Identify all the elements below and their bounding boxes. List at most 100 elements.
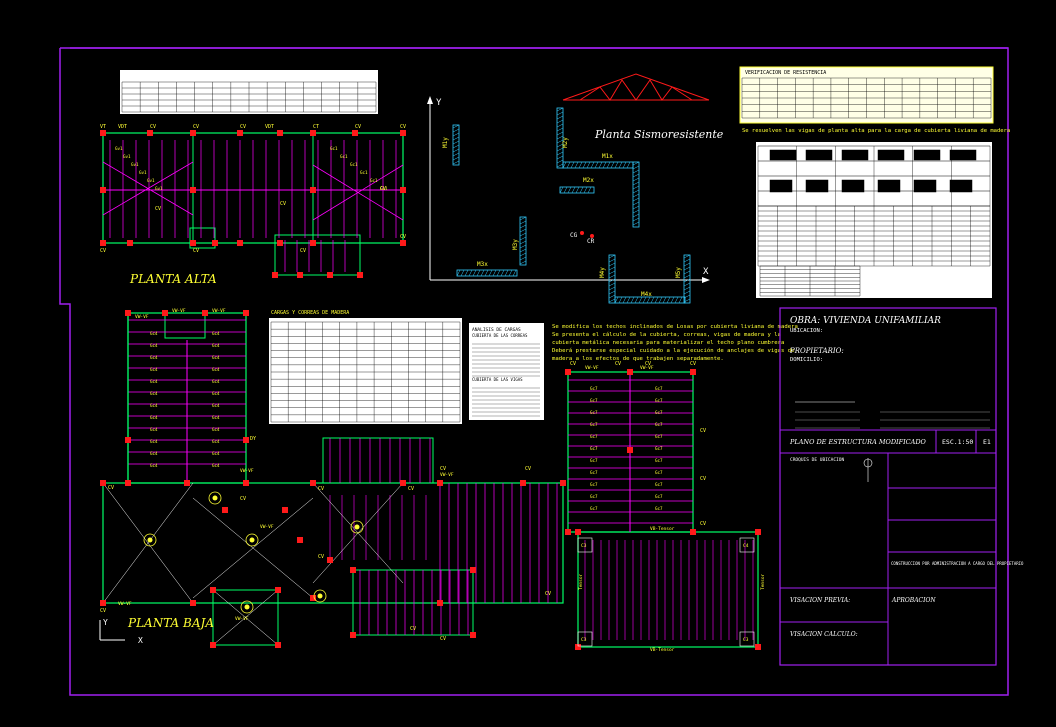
beam-label: VW-VF: [118, 601, 132, 607]
hatch: [608, 254, 616, 259]
column: [222, 507, 228, 513]
title-lamina: E1: [983, 438, 991, 446]
hatch: [472, 269, 477, 277]
beam-label: CV: [108, 485, 114, 491]
table-formula-block: [841, 179, 865, 193]
column: [310, 595, 316, 601]
hatch: [638, 296, 643, 304]
column: [310, 480, 316, 486]
hatch: [452, 140, 460, 145]
hatch: [556, 163, 564, 168]
hatch: [610, 161, 615, 169]
hatch: [646, 296, 651, 304]
hatch: [556, 155, 564, 160]
svg-text:CR: CR: [587, 238, 595, 245]
beam-label: Gc7: [655, 506, 663, 511]
hatch: [579, 186, 584, 194]
hatch: [683, 282, 691, 287]
hatch: [492, 269, 497, 277]
hatch: [632, 177, 640, 182]
hatch: [608, 298, 616, 303]
north-arrow: [863, 458, 873, 482]
planta-baja-diagonals: [102, 313, 404, 646]
hatch: [630, 296, 635, 304]
tie-diagonal: [212, 589, 279, 646]
beam-label: Gc4: [212, 343, 220, 348]
beam-label: CV: [690, 361, 696, 367]
svg-text:M1x: M1x: [602, 153, 613, 160]
svg-text:CG: CG: [570, 232, 578, 239]
hatch: [683, 258, 691, 263]
column: [100, 130, 106, 136]
svg-text:M4y: M4y: [599, 267, 606, 278]
beam-label: Gc4: [150, 439, 158, 444]
planta-baja-columns: [100, 310, 761, 650]
roof-truss-drawing: [562, 73, 710, 101]
beam-label: Gc7: [655, 398, 663, 403]
hatch: [632, 169, 640, 174]
column: [437, 600, 443, 606]
column: [147, 130, 153, 136]
planta-sismoresistente[interactable]: Y X M1y M2y M3y M4y M5y M1x M2x M3x M4x …: [427, 96, 724, 304]
column: [560, 480, 566, 486]
shear-wall: [452, 124, 460, 166]
beam-label: Gv1: [147, 178, 155, 183]
beam-label: CV: [545, 591, 551, 597]
hatch: [602, 161, 607, 169]
column: [297, 272, 303, 278]
column: [350, 632, 356, 638]
hip-beam: [102, 161, 194, 216]
hatch: [583, 186, 588, 194]
hatch: [662, 296, 667, 304]
hatch: [559, 186, 564, 194]
column: [275, 642, 281, 648]
verification-table-title: VERIFICACION DE RESISTENCIA: [745, 70, 826, 76]
table-heading-block: [841, 149, 869, 161]
beam-label: Gc4: [150, 403, 158, 408]
beam-label: Gc7: [590, 386, 598, 391]
shear-wall: [559, 186, 595, 194]
load-analysis-box: ANALISIS DE CARGAS CUBIERTA DE LAS CORRE…: [469, 323, 544, 420]
svg-text:M4x: M4x: [641, 291, 652, 298]
beam-label: VW-VF: [640, 365, 654, 371]
hatch: [590, 161, 595, 169]
beam-label: Gc4: [212, 451, 220, 456]
beam-label: Gc4: [212, 403, 220, 408]
hatch: [632, 221, 640, 226]
beam-label: Gc7: [655, 470, 663, 475]
column: [210, 587, 216, 593]
planta-baja-title: PLANTA BAJA: [127, 616, 214, 630]
lg-marker: [350, 520, 364, 534]
svg-text:CROQUIS DE UBICACION: CROQUIS DE UBICACION: [790, 457, 844, 463]
hatch: [634, 296, 639, 304]
beam-label: CV: [155, 206, 161, 212]
beam-label: VW-VF: [135, 314, 149, 320]
svg-text:M5y: M5y: [675, 267, 682, 278]
hatch: [678, 296, 683, 304]
beam-label: Gc4: [150, 415, 158, 420]
hatch: [674, 296, 679, 304]
svg-text:CONSTRUCCION POR ADMINISTRACIO: CONSTRUCCION POR ADMINISTRACION A CARGO …: [891, 561, 1024, 566]
beam-label: CV: [100, 248, 106, 254]
hatch: [608, 270, 616, 275]
beam-label: CV: [408, 486, 414, 492]
planta-alta-beams: [102, 140, 404, 272]
beam-label: Tensor: [578, 573, 584, 590]
hatch: [608, 262, 616, 267]
svg-text:M2y: M2y: [562, 137, 569, 148]
sismo-center-gravity: [590, 234, 594, 238]
beam-label: CV: [193, 248, 199, 254]
lg-marker: [313, 589, 327, 603]
svg-text:madera a los efectos de que tr: madera a los efectos de que trabajen sep…: [552, 356, 724, 362]
hatch: [562, 161, 567, 169]
lg-marker-dot: [212, 495, 218, 501]
hatch: [587, 186, 592, 194]
beam-label: Gv1: [115, 146, 123, 151]
column: [690, 529, 696, 535]
hatch: [632, 217, 640, 222]
table-formula-block: [769, 179, 793, 193]
